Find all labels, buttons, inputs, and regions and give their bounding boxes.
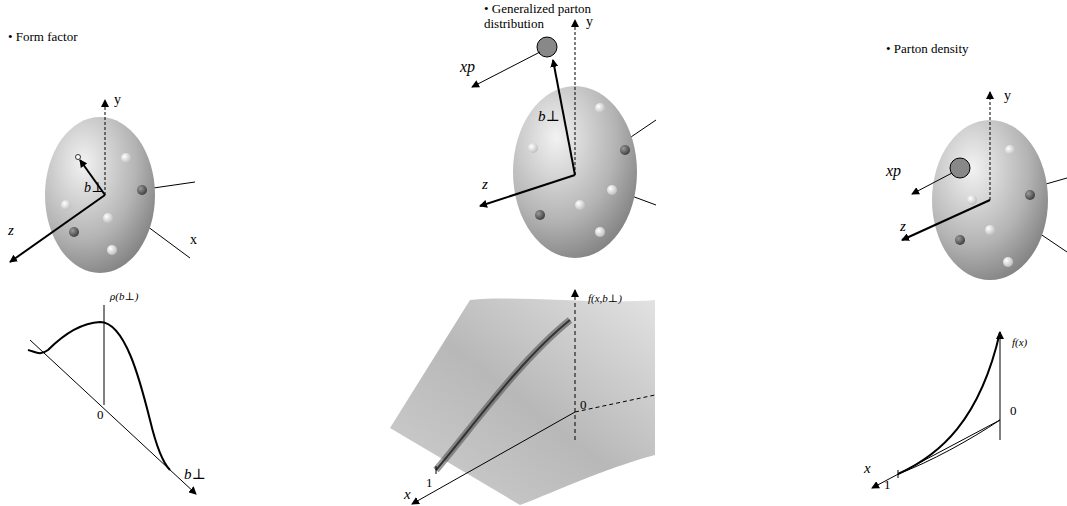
axis-tick: 1 xyxy=(426,476,433,491)
function-label: ρ(b⊥) xyxy=(110,290,138,303)
function-label: f(x,b⊥) xyxy=(588,292,622,305)
momentum-label: xp xyxy=(886,162,901,180)
axis-tick: 1 xyxy=(884,478,891,493)
vector-label: b⊥ xyxy=(538,108,560,125)
axis-label: x xyxy=(864,460,871,477)
axis-origin: 0 xyxy=(580,398,587,413)
axis-label: z xyxy=(482,176,488,193)
axis-label: b⊥ xyxy=(184,466,206,483)
axis-label: y xyxy=(586,14,593,30)
axis-origin: 0 xyxy=(97,408,104,423)
axis-label: y xyxy=(1004,88,1011,104)
panel-title: • Generalized parton distribution xyxy=(484,2,624,32)
axis-label: x xyxy=(190,232,197,248)
panel-title: • Parton density xyxy=(886,42,969,57)
axis-label: y xyxy=(114,92,121,108)
momentum-label: xp xyxy=(460,58,475,76)
function-label: f(x) xyxy=(1012,336,1027,349)
vector-label: b⊥ xyxy=(84,180,104,196)
axis-label: z xyxy=(8,222,14,239)
axis-origin: 0 xyxy=(1010,404,1017,419)
panel-title: • Form factor xyxy=(8,30,78,45)
axis-label: z xyxy=(900,218,906,235)
axis-label: x xyxy=(404,486,411,503)
